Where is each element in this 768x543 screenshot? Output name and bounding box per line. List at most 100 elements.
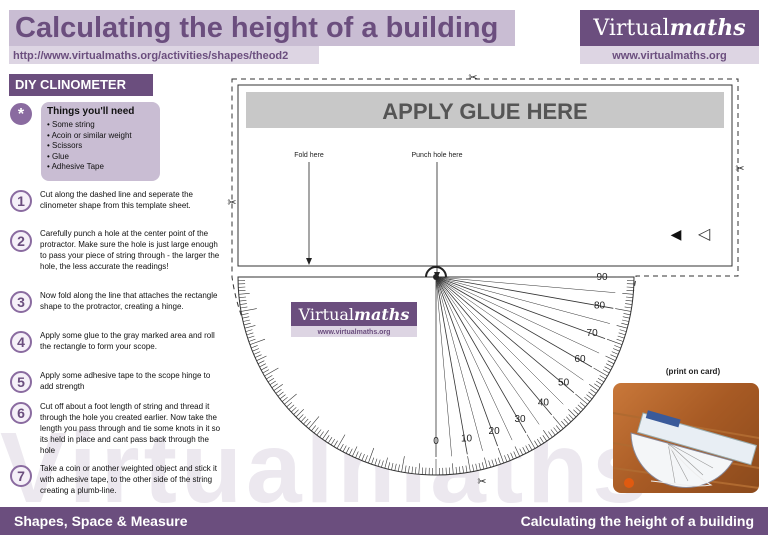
photo-illustration [613, 410, 759, 489]
protractor-tick [491, 459, 495, 467]
things-list: • Some string • Acoin or similar weight … [47, 120, 154, 173]
asterisk-icon: * [10, 103, 32, 125]
photo-scope-tube [636, 412, 758, 466]
protractor-tick [497, 447, 504, 464]
photo-logo-strip [645, 410, 681, 428]
photo-string [650, 444, 713, 487]
protractor-ray-minor [435, 276, 584, 381]
clinometer-photo [613, 383, 759, 493]
protractor-tick [504, 455, 508, 462]
protractor-tick [449, 467, 451, 475]
protractor-tick [606, 363, 613, 368]
protractor-tick [590, 389, 597, 394]
protractor-tick [472, 464, 475, 472]
scissors-icon: ✂ [735, 162, 744, 175]
protractor-tick [247, 335, 255, 339]
protractor-tick [342, 445, 347, 452]
angle-label-70: 70 [587, 328, 599, 339]
protractor-tick [465, 465, 468, 473]
protractor-tick [507, 453, 511, 461]
protractor-tick [264, 367, 279, 377]
protractor-tick [625, 300, 633, 302]
angle-label-10: 10 [461, 434, 473, 445]
protractor-tick [239, 303, 247, 305]
protractor-tick [308, 416, 320, 429]
protractor-tick [418, 463, 420, 475]
protractor-tick [607, 360, 615, 365]
protractor-tick [528, 443, 533, 451]
protractor-tick [275, 389, 282, 394]
protractor-tick [256, 355, 267, 361]
protractor-tick [624, 306, 632, 309]
footer-bar: Shapes, Space & Measure Calculating the … [0, 507, 768, 535]
protractor-tick [586, 394, 593, 400]
protractor-rays [435, 276, 616, 457]
protractor-tick [567, 408, 577, 418]
protractor-tick [352, 446, 358, 457]
protractor-tick [316, 429, 322, 436]
step-5-text: Apply some adhesive tape to the scope hi… [40, 371, 211, 391]
protractor-tick [240, 306, 248, 309]
protractor-tick [573, 409, 579, 415]
protractor-tick [622, 293, 634, 295]
protractor-tick [387, 462, 391, 470]
protractor-tick [467, 456, 471, 473]
protractor-tick [371, 457, 375, 465]
protractor-tick [617, 335, 625, 339]
scissors-icon: ✂ [227, 196, 236, 209]
things-title: Things you'll need [47, 106, 135, 117]
step-3-text: Now fold along the line that attaches th… [40, 291, 218, 311]
protractor-tick [259, 363, 266, 368]
protractor-tick [550, 429, 556, 436]
logo-url[interactable]: www.virtualmaths.org [612, 50, 727, 62]
protractor-tick [361, 453, 365, 461]
step-4-number: 4 [10, 331, 32, 353]
step-3-number: 3 [10, 291, 32, 313]
logo-text: Virtualmaths [593, 15, 746, 41]
diy-heading: DIY CLINOMETER [9, 74, 153, 96]
protractor-ray-minor [435, 276, 616, 293]
protractor-tick [277, 391, 284, 397]
protractor-tick [325, 435, 330, 442]
protractor-tick [594, 383, 601, 388]
protractor-tick [333, 440, 338, 447]
angle-label-60: 60 [574, 354, 586, 365]
protractor-tick [623, 313, 631, 316]
protractor-tick [345, 447, 350, 454]
protractor-ray [435, 276, 553, 416]
protractor-tick [397, 464, 400, 472]
protractor-tick [238, 293, 250, 295]
protractor-tick [239, 296, 247, 298]
protractor-tick [513, 451, 517, 459]
protractor-tick [604, 366, 611, 371]
protractor-tick [322, 430, 329, 440]
protractor-tick [542, 435, 547, 442]
protractor-tick [589, 384, 599, 391]
footer-left: Shapes, Space & Measure [14, 513, 188, 529]
protractor-tick [615, 308, 632, 312]
protractor-tick [249, 338, 266, 345]
protractor-tick [478, 463, 481, 470]
angle-label-30: 30 [514, 414, 526, 425]
protractor-ray-minor [435, 276, 452, 457]
protractor-tick [481, 462, 485, 470]
protractor-tick [303, 418, 309, 425]
protractor-tick [253, 351, 261, 355]
protractor-ray [435, 276, 614, 309]
protractor-tick [611, 351, 619, 355]
protractor-tick [243, 322, 251, 326]
protractor-ray [435, 276, 593, 368]
protractor-ray [435, 276, 468, 455]
protractor-tick [459, 466, 461, 474]
protractor-tick [330, 438, 336, 446]
list-item: • Scissors [47, 141, 83, 150]
list-item: • Glue [47, 151, 69, 161]
protractor-ray-minor [435, 276, 513, 441]
protractor-ray-minor [435, 276, 610, 324]
protractor-tick [273, 384, 283, 391]
fold-label: Fold here [294, 152, 324, 159]
protractor-tick [475, 463, 478, 471]
page-url[interactable]: http://www.virtualmaths.org/activities/s… [13, 50, 289, 62]
step-2-number: 2 [10, 230, 32, 252]
step-6-number: 6 [10, 402, 32, 424]
